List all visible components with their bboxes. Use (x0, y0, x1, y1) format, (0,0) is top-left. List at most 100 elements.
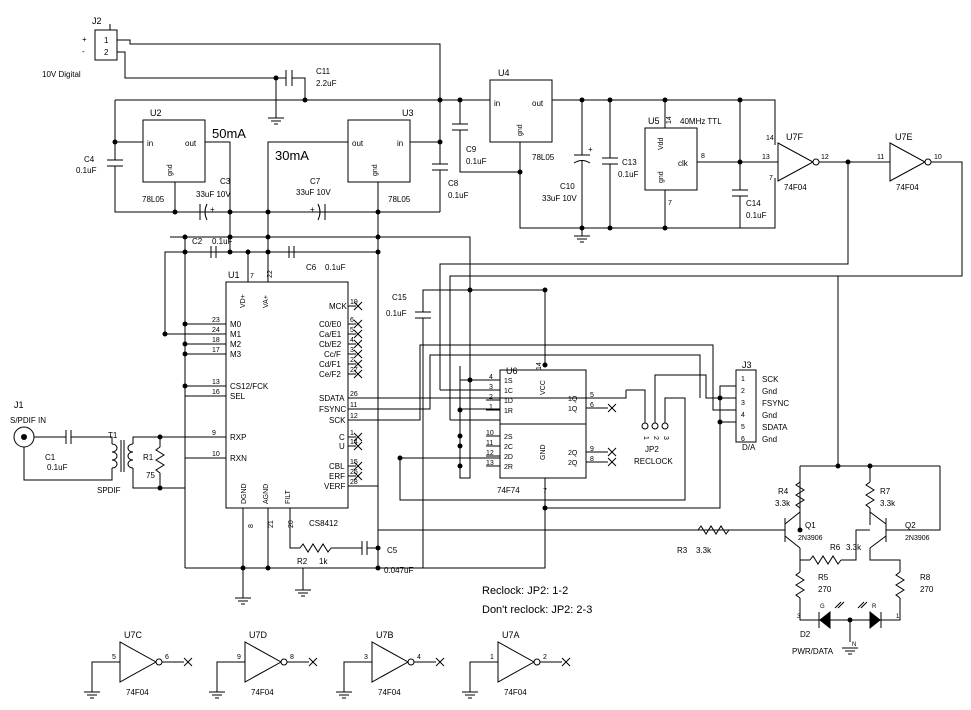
c5-ref: C5 (387, 546, 398, 555)
u6-pin-name: 2Q (568, 450, 578, 457)
no-connect-mark (353, 359, 363, 369)
u6-pin-num: 11 (486, 440, 493, 447)
c9-ref: C9 (466, 145, 477, 154)
d2-pin3: 3 (797, 614, 801, 620)
d2-pin1: 1 (896, 614, 900, 620)
c13-value: 0.1uF (618, 170, 639, 179)
c11-value: 2.2uF (316, 79, 337, 88)
no-connect-mark (607, 447, 617, 457)
q2-ref: Q2 (905, 521, 916, 530)
u5-freq: 40MHz TTL (680, 117, 722, 126)
inverter-bubble (155, 658, 163, 666)
c10-value: 33uF 10V (542, 194, 577, 203)
u4-in: in (494, 99, 500, 108)
u6-pin-num: 5 (590, 392, 594, 399)
note-reclock: Reclock: JP2: 1-2 (482, 585, 568, 597)
c10-pol: + (588, 145, 593, 154)
no-connect-mark (607, 457, 617, 467)
u1-vd-num: 7 (250, 273, 254, 280)
j2-plus: + (82, 35, 87, 44)
u1-pin-num: 5 (350, 327, 354, 334)
u1-part: CS8412 (309, 519, 338, 528)
j1-label: S/PDIF IN (10, 416, 46, 425)
no-connect-mark (353, 432, 363, 442)
c5-value: 0.047uF (384, 566, 413, 575)
u6-gnd: GND (540, 444, 547, 460)
u1-pin-num: 23 (212, 317, 220, 324)
u6-pin-name: 2S (504, 434, 513, 441)
t1-ref: T1 (108, 431, 118, 440)
q2-part: 2N3906 (905, 535, 930, 542)
no-connect-mark (353, 461, 363, 471)
u1-agnd-num: 21 (268, 520, 275, 528)
u1-pin-num: 1 (350, 430, 354, 437)
u1-pin-num: 17 (212, 347, 220, 354)
u1-pin-name: Cd/F1 (319, 360, 341, 369)
inverter-pin-in: 1 (490, 654, 494, 661)
u1-pin-num: 9 (212, 430, 216, 437)
u6-pin-num: 10 (486, 430, 494, 437)
j3-signal: FSYNC (762, 399, 789, 408)
u6-part: 74F74 (497, 486, 520, 495)
u1-pin-num: 2 (350, 357, 354, 364)
u2-current: 50mA (212, 126, 246, 141)
u6-pin-name: 1C (504, 388, 513, 395)
no-connect-mark (353, 441, 363, 451)
q1-part: 2N3906 (798, 535, 823, 542)
u1-pin-name: C0/E0 (319, 320, 342, 329)
r4-ref: R4 (778, 487, 789, 496)
c14-ref: C14 (746, 199, 761, 208)
j3-pin-num: 4 (741, 412, 745, 419)
u6-vcc-num: 14 (536, 362, 543, 370)
inverter-bubble (280, 658, 288, 666)
chip-u1: U1 CS8412 VD+ VA+ 7 22 DGND AGND FILT 8 … (225, 270, 349, 528)
u1-pin-name: CS12/FCK (230, 382, 269, 391)
j2-pin2: 2 (104, 48, 109, 57)
u1-pin-name: SCK (329, 416, 346, 425)
r5-ref: R5 (818, 573, 829, 582)
u6-pin-num: 3 (489, 384, 493, 391)
u1-pin-name: Ce/F2 (319, 370, 341, 379)
jp2-ref: JP2 (645, 445, 659, 454)
u1-va-num: 22 (267, 270, 274, 278)
c7-pol: + (310, 205, 315, 214)
u6-pin-name: 1Q (568, 396, 578, 403)
u6-pin-name: 2C (504, 444, 513, 451)
inverter-pin-out: 6 (165, 654, 169, 661)
transistor-q1: Q1 2N3906 (784, 511, 823, 549)
led-d2: G R 3 1 N D2 PWR/DATA (792, 601, 900, 656)
junction-dot (542, 362, 548, 368)
c3-value: 33uF 10V (196, 190, 231, 199)
d2-label: PWR/DATA (792, 647, 834, 656)
u1-pin-num: 6 (350, 317, 354, 324)
u2-in: in (147, 139, 153, 148)
inverter-part: 74F04 (251, 688, 274, 697)
inverter-ref: U7B (376, 630, 394, 640)
j2-ref: J2 (92, 16, 102, 26)
connector-j2: J2 1 2 + - 10V Digital (42, 16, 118, 79)
d2-r: R (872, 604, 877, 610)
u1-pin-num: 3 (350, 347, 354, 354)
no-connect-mark (353, 329, 363, 339)
u7f-part: 74F04 (784, 183, 807, 192)
u6-pin-num: 13 (486, 460, 494, 467)
no-connect-mark (353, 471, 363, 481)
j3-signal: SCK (762, 375, 779, 384)
c11-ref: C11 (316, 67, 331, 76)
regulator-u4: U4 in out gnd 78L05 (489, 68, 555, 162)
transformer-t1: T1 SPDIF (97, 431, 134, 495)
c4-value: 0.1uF (76, 166, 97, 175)
j2-label: 10V Digital (42, 70, 81, 79)
u7e-pin-out: 10 (934, 154, 942, 161)
c15-value: 0.1uF (386, 309, 407, 318)
u6-pin-name: 2R (504, 464, 513, 471)
r8-ref: R8 (920, 573, 931, 582)
c13-ref: C13 (622, 158, 637, 167)
u1-pin-name: RXP (230, 433, 246, 442)
no-connect-mark (353, 301, 363, 311)
j3-pin-num: 6 (741, 436, 745, 443)
c7-ref: C7 (310, 177, 321, 186)
u1-agnd: AGND (263, 484, 270, 504)
